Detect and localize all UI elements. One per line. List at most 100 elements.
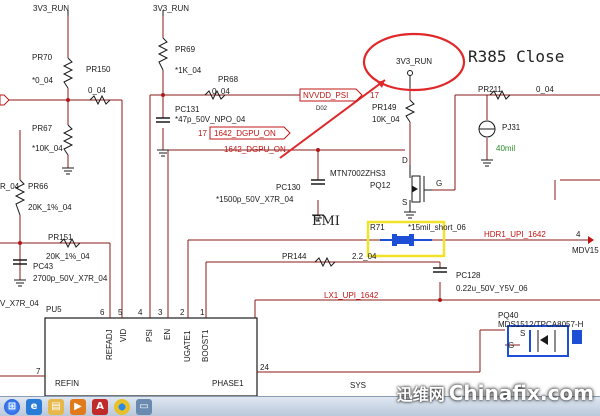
- svg-text:R71: R71: [370, 223, 385, 232]
- svg-text:2: 2: [180, 308, 185, 317]
- svg-text:PR151: PR151: [48, 233, 73, 242]
- watermark-en: Chinafix.com: [448, 381, 594, 405]
- svg-text:PR67: PR67: [32, 124, 53, 133]
- explorer-icon[interactable]: ▤: [48, 398, 64, 415]
- taskbar: ⊞ e ▤ ▶ A ▭: [0, 396, 600, 416]
- svg-text:PQ40: PQ40: [498, 311, 519, 320]
- svg-text:PR66: PR66: [28, 182, 49, 191]
- svg-text:3V3_RUN: 3V3_RUN: [33, 4, 69, 13]
- svg-text:R_04: R_04: [0, 182, 20, 191]
- svg-text:4: 4: [138, 308, 143, 317]
- svg-text:*10K_04: *10K_04: [32, 144, 63, 153]
- emi-label: EMI: [312, 214, 340, 229]
- left-arrow-flag: [0, 94, 10, 106]
- svg-text:PC43: PC43: [33, 262, 54, 271]
- svg-text:3V3_RUN: 3V3_RUN: [153, 4, 189, 13]
- power-tap-3v3-left: 3V3_RUN: [33, 4, 69, 16]
- svg-text:PU5: PU5: [46, 305, 62, 314]
- ic-pu5-body: [0, 310, 270, 396]
- svg-text:7: 7: [36, 367, 41, 376]
- svg-text:24: 24: [260, 363, 269, 372]
- svg-text:40mil: 40mil: [496, 144, 515, 153]
- junction-dots: [18, 93, 442, 302]
- svg-text:0_04: 0_04: [88, 86, 106, 95]
- svg-text:D: D: [402, 156, 408, 165]
- circled-3v3-label: 3V3_RUN: [396, 57, 432, 66]
- svg-text:*0_04: *0_04: [32, 76, 53, 85]
- mosfet-pq40-symbol: [507, 325, 582, 357]
- svg-text:1: 1: [200, 308, 205, 317]
- window-icon[interactable]: ▭: [136, 398, 152, 415]
- chinafix-watermark: 迅维网 Chinafix.com: [397, 381, 594, 405]
- svg-text:2700p_50V_X7R_04: 2700p_50V_X7R_04: [33, 274, 108, 283]
- svg-text:PR149: PR149: [372, 103, 397, 112]
- svg-text:PQ12: PQ12: [370, 181, 391, 190]
- svg-text:G: G: [436, 179, 442, 188]
- svg-text:PHASE1: PHASE1: [212, 379, 244, 388]
- svg-text:EN: EN: [163, 329, 172, 340]
- svg-text:PR69: PR69: [175, 45, 196, 54]
- svg-text:2.2_04: 2.2_04: [352, 252, 377, 261]
- svg-text:*1500p_50V_X7R_04: *1500p_50V_X7R_04: [216, 195, 294, 204]
- svg-text:*15mil_short_06: *15mil_short_06: [408, 223, 466, 232]
- r71-highlight-box: [366, 220, 446, 258]
- svg-text:5: 5: [118, 308, 123, 317]
- svg-text:S: S: [402, 198, 407, 207]
- svg-text:V_X7R_04: V_X7R_04: [0, 299, 39, 308]
- svg-text:MTN7002ZHS3: MTN7002ZHS3: [330, 169, 386, 178]
- svg-text:PR144: PR144: [282, 252, 307, 261]
- svg-text:PR68: PR68: [218, 75, 239, 84]
- capacitor-symbols: [13, 117, 447, 273]
- svg-text:SYS: SYS: [350, 381, 366, 390]
- svg-text:HDR1_UPI_1642: HDR1_UPI_1642: [484, 230, 546, 239]
- svg-text:PR70: PR70: [32, 53, 53, 62]
- svg-text:1642_DGPU_ON: 1642_DGPU_ON: [224, 145, 286, 154]
- svg-text:20K_1%_04: 20K_1%_04: [28, 203, 72, 212]
- svg-text:PC131: PC131: [175, 105, 200, 114]
- svg-text:17: 17: [370, 91, 379, 100]
- svg-text:PSI: PSI: [145, 329, 154, 342]
- svg-text:20K_1%_04: 20K_1%_04: [46, 252, 90, 261]
- svg-text:PJ31: PJ31: [502, 123, 521, 132]
- annotation-circle: [279, 32, 466, 159]
- pdf-icon[interactable]: A: [92, 398, 108, 415]
- svg-text:REFADJ: REFADJ: [105, 329, 114, 360]
- svg-text:PC130: PC130: [276, 183, 301, 192]
- svg-text:0_04: 0_04: [536, 85, 554, 94]
- svg-text:MDS1512/TPCA8057-H: MDS1512/TPCA8057-H: [498, 320, 584, 329]
- svg-text:S: S: [520, 329, 525, 338]
- ie-icon[interactable]: e: [26, 398, 42, 415]
- media-icon[interactable]: ▶: [70, 398, 86, 415]
- svg-text:6: 6: [100, 308, 105, 317]
- svg-text:PR211: PR211: [478, 85, 502, 94]
- svg-text:4: 4: [576, 230, 581, 239]
- start-orb-icon[interactable]: ⊞: [4, 398, 20, 415]
- svg-text:0_04: 0_04: [212, 87, 230, 96]
- ic-pin-labels: 6 5 4 3 2 1 REFADJ VID PSI EN UGATE1 BOO…: [100, 308, 210, 362]
- svg-text:NVVDD_PSI: NVVDD_PSI: [303, 91, 348, 100]
- svg-text:REFIN: REFIN: [55, 379, 79, 388]
- jumper-pj31-symbol: [478, 120, 496, 138]
- svg-text:3: 3: [158, 308, 163, 317]
- resistor-symbols: [14, 37, 511, 268]
- svg-text:LX1_UPI_1642: LX1_UPI_1642: [324, 291, 379, 300]
- mosfet-pq12-symbol: [409, 165, 432, 212]
- power-tap-3v3-center: 3V3_RUN: [153, 4, 189, 16]
- chrome-icon[interactable]: [114, 398, 130, 415]
- svg-text:D02: D02: [316, 106, 328, 112]
- hdr1-flag: [588, 236, 594, 244]
- svg-text:UGATE1: UGATE1: [183, 330, 192, 362]
- nvvdd-psi-flag: [299, 88, 363, 102]
- schematic-labels: R385 Close 3V3_RUN EMI PR70 *0_04 PR150 …: [0, 45, 599, 390]
- svg-text:1642_DGPU_ON: 1642_DGPU_ON: [214, 129, 276, 138]
- svg-text:0.22u_50V_Y5V_06: 0.22u_50V_Y5V_06: [456, 284, 528, 293]
- svg-text:VID: VID: [119, 328, 128, 342]
- svg-text:*1K_04: *1K_04: [175, 66, 202, 75]
- svg-text:G: G: [508, 341, 514, 350]
- svg-text:*47p_50V_NPO_04: *47p_50V_NPO_04: [175, 115, 246, 124]
- svg-text:17: 17: [198, 129, 207, 138]
- note-r385-close: R385 Close: [468, 47, 564, 66]
- svg-text:PR150: PR150: [86, 65, 111, 74]
- svg-text:BOOST1: BOOST1: [201, 329, 210, 362]
- svg-text:MDV15: MDV15: [572, 246, 599, 255]
